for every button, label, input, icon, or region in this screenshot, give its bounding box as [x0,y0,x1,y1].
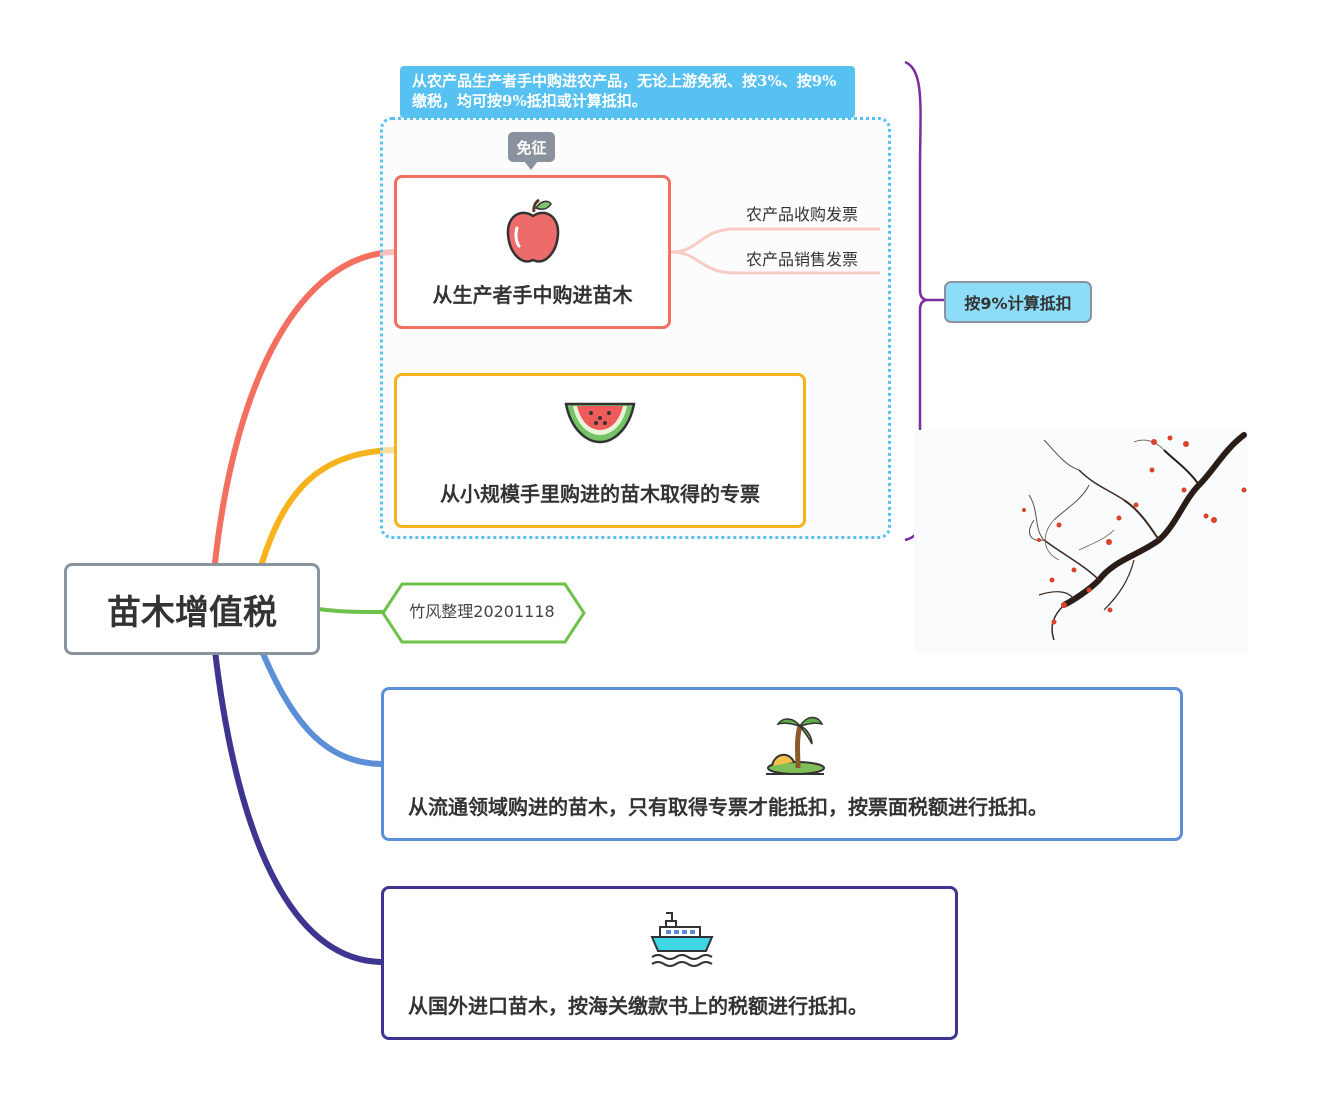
topic-apple[interactable]: 从生产者手中购进苗木 [394,175,671,329]
note-topic[interactable]: 竹风整理20201118 [409,602,555,621]
exempt-tag-pointer [524,161,538,170]
persimmon-branch-image [914,430,1249,654]
watermelon-icon [563,396,637,451]
topic-apple-label: 从生产者手中购进苗木 [432,283,633,307]
ship-icon [648,909,716,974]
topic-ship-label: 从国外进口苗木，按海关缴款书上的税额进行抵扣。 [408,994,868,1018]
topic-watermelon-label: 从小规模手里购进的苗木取得的专票 [440,482,760,506]
root-topic[interactable]: 苗木增值税 [64,563,320,655]
exempt-tag: 免征 [508,132,555,162]
branch-line-note [317,607,384,614]
boundary-callout: 从农产品生产者手中购进农产品，无论上游免税、按3%、按9%缴税，均可按9%抵扣或… [400,66,855,118]
topic-watermelon[interactable]: 从小规模手里购进的苗木取得的专票 [394,373,806,528]
subtopic-sales-invoice[interactable]: 农产品销售发票 [746,250,859,269]
summary-topic[interactable]: 按9%计算抵扣 [944,281,1092,323]
island-icon [762,710,826,781]
apple-icon [503,198,563,273]
topic-island-label: 从流通领域购进的苗木，只有取得专票才能抵扣，按票面税额进行抵扣。 [408,795,1048,819]
branch-line-melon [259,447,397,566]
branch-line-island [259,648,384,767]
note-hexagon [381,582,586,644]
topic-ship[interactable]: 从国外进口苗木，按海关缴款书上的税额进行抵扣。 [381,886,958,1040]
subtopic-purchase-invoice[interactable]: 农产品收购发票 [746,205,859,224]
topic-island[interactable]: 从流通领域购进的苗木，只有取得专票才能抵扣，按票面税额进行抵扣。 [381,687,1183,841]
branch-line-apple [212,249,397,566]
branch-line-ship [212,648,384,965]
